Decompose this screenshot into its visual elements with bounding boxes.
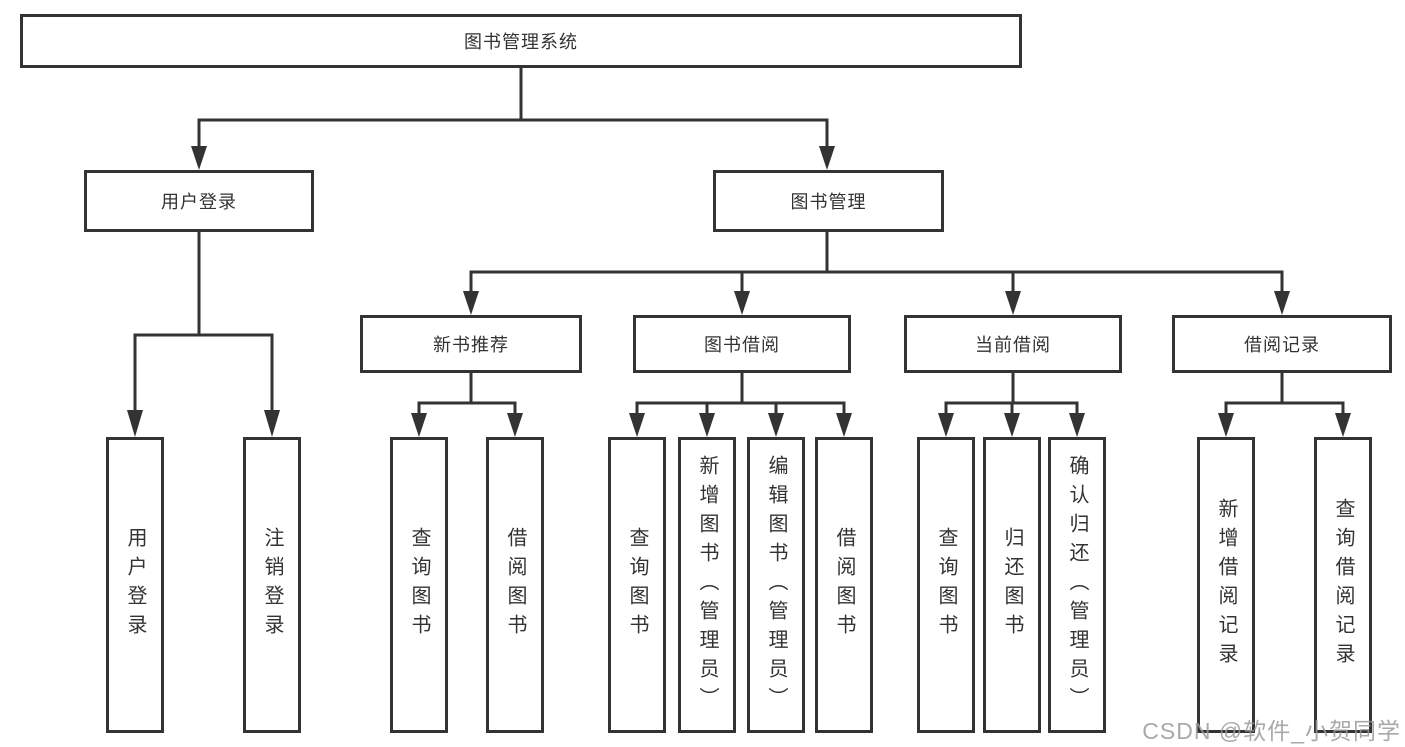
leaf-edit-book-admin: 编辑图书（管理员） [747, 437, 805, 733]
leaf-confirm-return-admin: 确认归还（管理员） [1048, 437, 1106, 733]
leaf-add-borrow-record-label: 新增借阅记录 [1215, 498, 1237, 672]
node-current-borrowing: 当前借阅 [904, 315, 1122, 373]
node-book-borrowing-label: 图书借阅 [704, 335, 780, 355]
node-library-management-system-label: 图书管理系统 [464, 32, 578, 52]
node-new-book-recommendation: 新书推荐 [360, 315, 582, 373]
leaf-query-books-recommend-label: 查询图书 [408, 527, 430, 643]
node-user-login-label: 用户登录 [161, 192, 237, 212]
node-library-management-system: 图书管理系统 [20, 14, 1022, 68]
leaf-query-books-current-label: 查询图书 [935, 527, 957, 643]
arrowheads [127, 146, 1351, 437]
leaf-user-login-label: 用户登录 [124, 527, 146, 643]
node-book-borrowing: 图书借阅 [633, 315, 851, 373]
csdn-watermark: CSDN @软件_小贺同学 [1142, 718, 1401, 744]
leaf-logout-login-label: 注销登录 [261, 527, 283, 643]
leaf-query-books-borrowing: 查询图书 [608, 437, 666, 733]
leaf-add-book-admin-label: 新增图书（管理员） [696, 454, 718, 716]
node-current-borrowing-label: 当前借阅 [975, 335, 1051, 355]
leaf-borrow-books-recommend: 借阅图书 [486, 437, 544, 733]
node-new-book-recommendation-label: 新书推荐 [433, 335, 509, 355]
leaf-query-borrow-record-label: 查询借阅记录 [1332, 498, 1354, 672]
leaf-add-book-admin: 新增图书（管理员） [678, 437, 736, 733]
leaf-logout-login: 注销登录 [243, 437, 301, 733]
leaf-borrow-books-borrowing-label: 借阅图书 [833, 527, 855, 643]
node-borrowing-records-label: 借阅记录 [1244, 335, 1320, 355]
leaf-borrow-books-recommend-label: 借阅图书 [504, 527, 526, 643]
leaf-query-books-current: 查询图书 [917, 437, 975, 733]
node-book-management: 图书管理 [713, 170, 944, 232]
node-book-management-label: 图书管理 [790, 192, 867, 212]
leaf-query-books-borrowing-label: 查询图书 [626, 527, 648, 643]
leaf-return-books: 归还图书 [983, 437, 1041, 733]
leaf-edit-book-admin-label: 编辑图书（管理员） [765, 454, 787, 716]
leaf-add-borrow-record: 新增借阅记录 [1197, 437, 1255, 733]
leaf-query-books-recommend: 查询图书 [390, 437, 448, 733]
leaf-user-login: 用户登录 [106, 437, 164, 733]
leaf-return-books-label: 归还图书 [1001, 527, 1023, 643]
node-user-login: 用户登录 [84, 170, 314, 232]
leaf-confirm-return-admin-label: 确认归还（管理员） [1066, 454, 1088, 716]
leaf-borrow-books-borrowing: 借阅图书 [815, 437, 873, 733]
leaf-query-borrow-record: 查询借阅记录 [1314, 437, 1372, 733]
node-borrowing-records: 借阅记录 [1172, 315, 1392, 373]
